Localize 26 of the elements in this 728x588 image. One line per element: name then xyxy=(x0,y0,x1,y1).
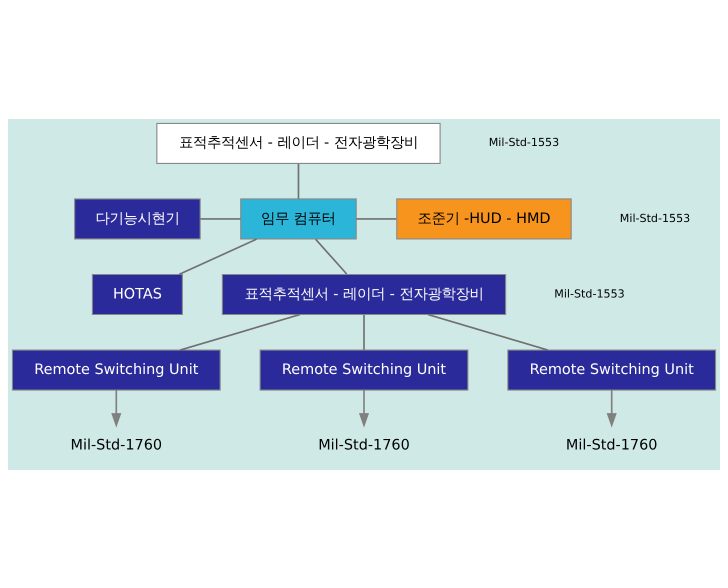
node-box: Remote Switching Unit xyxy=(507,348,716,390)
connector xyxy=(200,218,241,220)
arrow xyxy=(358,390,370,428)
connector xyxy=(178,238,257,275)
connector xyxy=(315,238,348,274)
node-box: 다기능시현기 xyxy=(74,198,201,240)
node-box: Remote Switching Unit xyxy=(260,348,468,390)
arrow xyxy=(111,390,122,428)
node-box: 표적추적센서 - 레이더 - 전자광학장비 xyxy=(156,122,441,164)
node-text: Mil-Std-1760 xyxy=(70,436,162,453)
node-box: 표적추적센서 - 레이더 - 전자광학장비 xyxy=(222,273,506,315)
connector xyxy=(356,218,396,220)
node-box: 임무 컴퓨터 xyxy=(240,198,357,240)
node-text: Mil-Std-1760 xyxy=(566,436,658,453)
connector xyxy=(180,313,300,350)
node-box: HOTAS xyxy=(92,273,183,315)
node-box: Remote Switching Unit xyxy=(12,348,221,390)
connector xyxy=(363,314,365,350)
connector xyxy=(428,313,548,350)
arrow xyxy=(606,390,617,428)
label: Mil-Std-1553 xyxy=(620,211,690,224)
node-text: Mil-Std-1760 xyxy=(318,436,410,453)
connector xyxy=(298,163,300,198)
node-box: 조준기 -HUD - HMD xyxy=(396,198,572,240)
label: Mil-Std-1553 xyxy=(488,136,560,149)
label: Mil-Std-1553 xyxy=(554,286,625,300)
